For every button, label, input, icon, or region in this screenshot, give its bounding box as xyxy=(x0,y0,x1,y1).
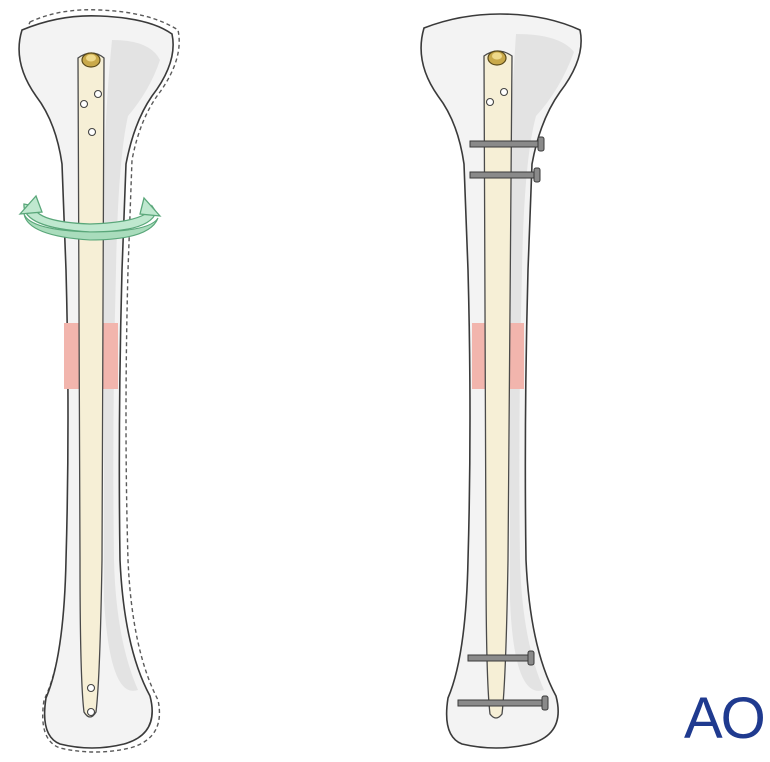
locking-hole xyxy=(89,129,96,136)
left-tibia-panel xyxy=(19,10,179,752)
locking-hole xyxy=(88,709,95,716)
locking-hole xyxy=(501,89,508,96)
right-tibia-panel xyxy=(421,14,581,748)
intramedullary-nail xyxy=(78,53,104,717)
locking-hole xyxy=(88,685,95,692)
nail-cap-inner xyxy=(86,55,96,62)
locking-hole xyxy=(487,99,494,106)
nail-cap-inner xyxy=(492,53,502,60)
locking-hole xyxy=(95,91,102,98)
ao-logo: AO xyxy=(684,690,764,748)
locking-hole xyxy=(81,101,88,108)
